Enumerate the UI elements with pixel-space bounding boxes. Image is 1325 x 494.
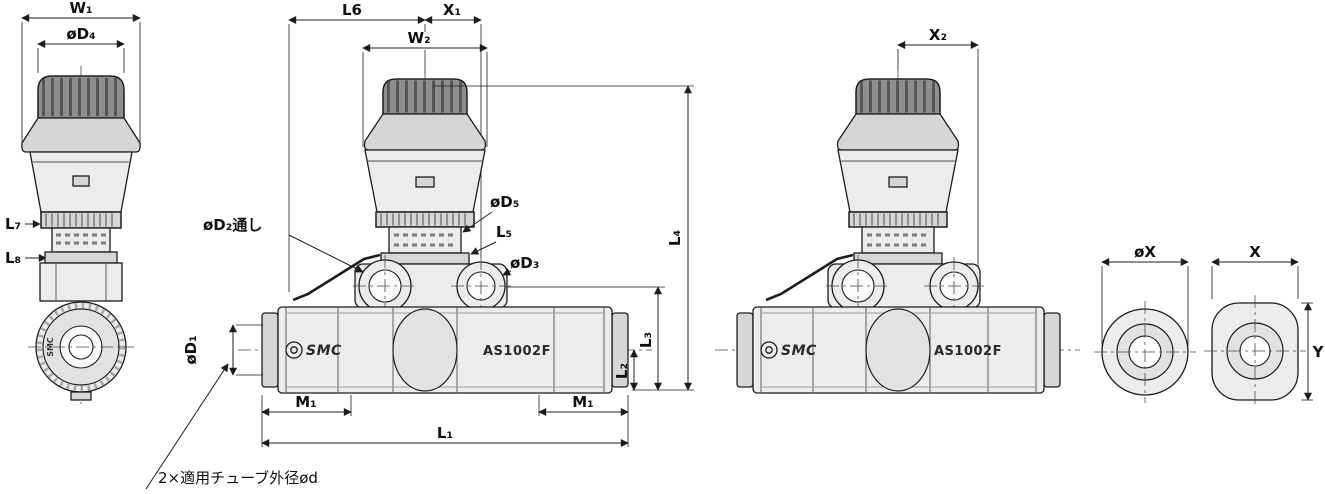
dim-label-y: Y bbox=[1312, 343, 1325, 361]
brand-text: SMC bbox=[781, 343, 817, 359]
dim-label-d1: øD₁ bbox=[182, 335, 200, 364]
dim-label-l3: L₃ bbox=[637, 332, 655, 348]
dim-label-phi-x: øX bbox=[1134, 243, 1156, 261]
middle-side-view: L6 X₁ W₂ SMC AS100 bbox=[182, 1, 694, 447]
dim-label-x1: X₁ bbox=[443, 1, 461, 19]
dim-label-l6: L6 bbox=[342, 1, 362, 19]
model-text: AS1002F bbox=[934, 344, 1002, 359]
bottom-note: 2×適用チューブ外径ød bbox=[145, 363, 318, 490]
dim-label-m1-right: M₁ bbox=[572, 393, 594, 411]
dim-label-w2: W₂ bbox=[407, 29, 430, 47]
left-release-cap bbox=[261, 312, 279, 388]
neck-front bbox=[51, 227, 111, 253]
dim-label-l2: L₂ bbox=[613, 363, 631, 379]
dim-label-x: X bbox=[1249, 243, 1261, 261]
callout-d5: øD₅ bbox=[490, 193, 519, 211]
port-detail-views: øX X Y bbox=[1094, 243, 1325, 408]
hex-body-front bbox=[39, 262, 123, 302]
dim-label-l1: L₁ bbox=[437, 424, 453, 442]
ring-brand-text: SMC bbox=[46, 337, 55, 357]
dim-label-l8: L₈ bbox=[5, 249, 21, 267]
left-front-view: W₁ øD₄ L₇ L₈ SMC bbox=[5, 0, 141, 404]
dim-label-w1: W₁ bbox=[69, 0, 92, 17]
left-release-cap bbox=[736, 312, 754, 388]
knob-skirt-front bbox=[21, 117, 141, 153]
right-valve-assembly bbox=[766, 68, 984, 320]
body-boss bbox=[392, 308, 458, 392]
middle-valve-assembly bbox=[293, 68, 511, 320]
dim-label-d4: øD₄ bbox=[66, 25, 95, 43]
dim-label-x2: X₂ bbox=[929, 26, 947, 44]
body-boss bbox=[865, 308, 931, 392]
middle-body: SMC AS1002F bbox=[238, 306, 652, 394]
right-release-cap bbox=[1043, 312, 1061, 388]
dim-label-l7: L₇ bbox=[5, 215, 21, 233]
brand-logo-mark bbox=[760, 341, 778, 359]
dim-label-m1-left: M₁ bbox=[295, 393, 317, 411]
model-text: AS1002F bbox=[483, 344, 551, 359]
callout-d3: øD₃ bbox=[510, 254, 539, 272]
brand-logo-mark bbox=[285, 341, 303, 359]
tube-od-note: 2×適用チューブ外径ød bbox=[158, 469, 318, 487]
brand-text: SMC bbox=[306, 343, 342, 359]
right-body: SMC AS1002F bbox=[715, 306, 1080, 394]
callout-d2: øD₂通し bbox=[203, 216, 262, 234]
callout-l5: L₅ bbox=[496, 223, 512, 241]
dim-label-l4: L₄ bbox=[666, 230, 684, 246]
right-side-view: X₂ SMC AS1002F bbox=[715, 26, 1080, 394]
